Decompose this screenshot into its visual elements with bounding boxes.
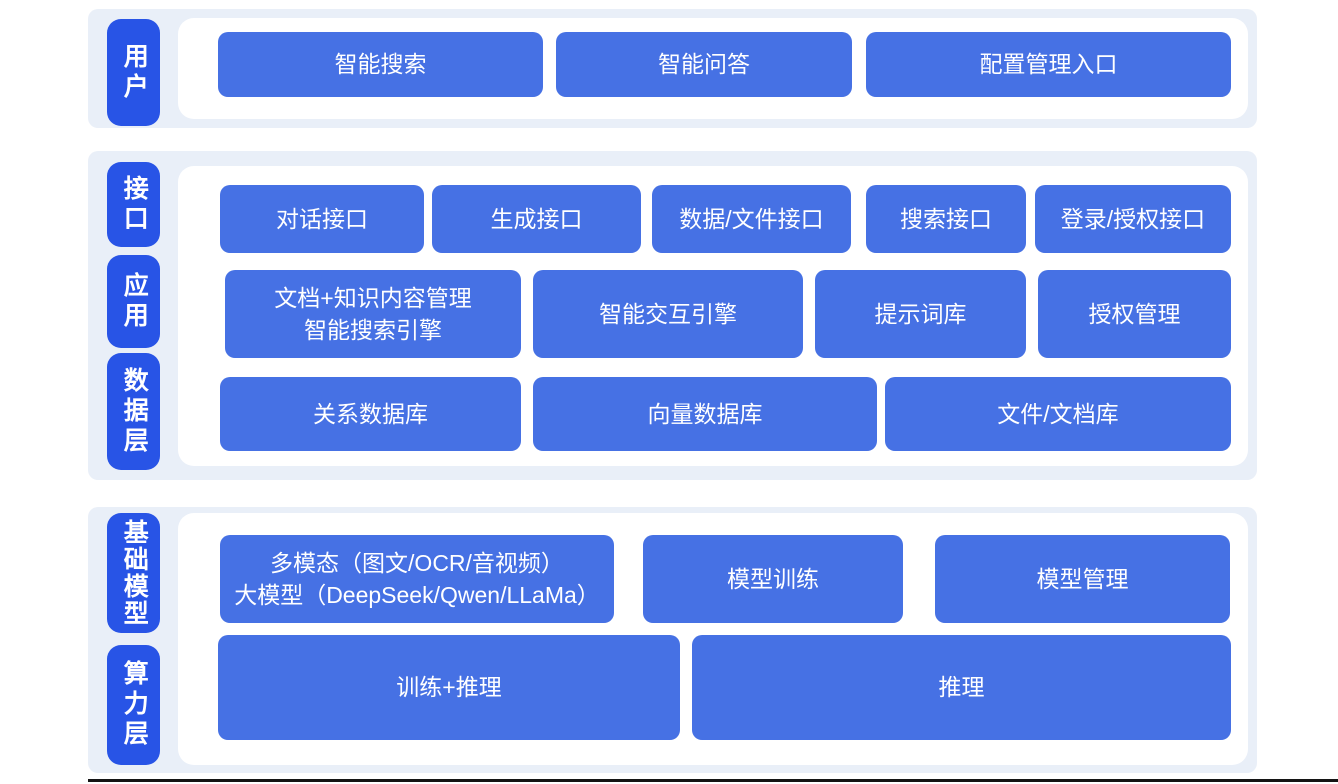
panel-user-layer: 智能搜索 智能问答 配置管理入口 <box>178 18 1248 119</box>
node-dialog-api: 对话接口 <box>220 185 424 253</box>
node-relational-db: 关系数据库 <box>220 377 521 451</box>
node-doc-knowledge-search-engine: 文档+知识内容管理 智能搜索引擎 <box>225 270 521 358</box>
layer-label-foundation-model: 基础模型 <box>107 513 160 633</box>
layer-label-compute: 算力层 <box>107 645 160 765</box>
node-config-management-entry: 配置管理入口 <box>866 32 1231 97</box>
bottom-rule <box>88 779 1338 782</box>
node-model-training: 模型训练 <box>643 535 903 623</box>
layer-label-user: 用户 <box>107 19 160 126</box>
panel-bottom-layers: 多模态（图文/OCR/音视频） 大模型（DeepSeek/Qwen/LLaMa）… <box>178 513 1248 765</box>
section-user-layer: 用户 智能搜索 智能问答 配置管理入口 <box>88 9 1257 128</box>
node-smart-qa: 智能问答 <box>556 32 852 97</box>
node-training-inference: 训练+推理 <box>218 635 680 740</box>
section-bottom-layers: 基础模型 算力层 多模态（图文/OCR/音视频） 大模型（DeepSeek/Qw… <box>88 507 1257 773</box>
node-auth-management: 授权管理 <box>1038 270 1231 358</box>
node-vector-db: 向量数据库 <box>533 377 877 451</box>
node-multimodal-llm: 多模态（图文/OCR/音视频） 大模型（DeepSeek/Qwen/LLaMa） <box>220 535 614 623</box>
node-data-file-api: 数据/文件接口 <box>652 185 851 253</box>
panel-middle-layers: 对话接口 生成接口 数据/文件接口 搜索接口 登录/授权接口 文档+知识内容管理… <box>178 166 1248 466</box>
node-generation-api: 生成接口 <box>432 185 641 253</box>
node-model-management: 模型管理 <box>935 535 1230 623</box>
layer-label-data: 数据层 <box>107 353 160 470</box>
section-middle-layers: 接口 应用 数据层 对话接口 生成接口 数据/文件接口 搜索接口 登录/授权接口… <box>88 151 1257 480</box>
node-file-doc-store: 文件/文档库 <box>885 377 1231 451</box>
node-prompt-library: 提示词库 <box>815 270 1026 358</box>
node-inference: 推理 <box>692 635 1231 740</box>
node-search-api: 搜索接口 <box>866 185 1026 253</box>
layer-label-application: 应用 <box>107 255 160 348</box>
layer-label-interface: 接口 <box>107 162 160 247</box>
node-login-auth-api: 登录/授权接口 <box>1035 185 1231 253</box>
node-smart-interaction-engine: 智能交互引擎 <box>533 270 803 358</box>
node-smart-search: 智能搜索 <box>218 32 543 97</box>
